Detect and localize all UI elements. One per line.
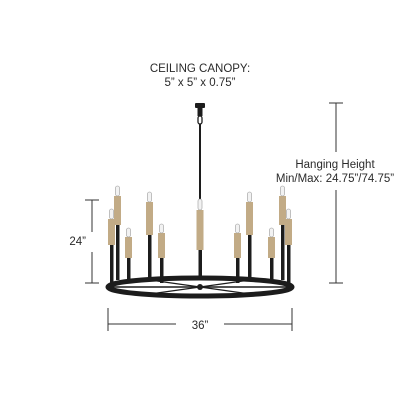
candle-arm — [146, 191, 153, 280]
candle-arm — [268, 227, 275, 283]
candle-arm — [234, 223, 241, 283]
candle-arm — [196, 198, 204, 280]
candle-arm — [279, 185, 286, 280]
candle-arm — [285, 208, 292, 285]
candle-arm — [114, 185, 121, 280]
candle-arm — [158, 223, 165, 283]
canopy-title: CEILING CANOPY: — [149, 63, 251, 75]
candle-arm — [125, 227, 132, 283]
height-dimension-label: 24” — [69, 236, 86, 248]
width-dimension-label: 36” — [191, 320, 209, 332]
canopy-size: 5” x 5” x 0.75” — [164, 77, 236, 89]
width-dimension-line — [107, 308, 293, 331]
candle-arm — [108, 208, 115, 285]
height-dimension-line — [85, 199, 99, 284]
hanging-height-title: Hanging Height — [295, 159, 375, 171]
candle-arm — [246, 191, 253, 280]
ring-frame — [105, 275, 295, 299]
hanging-height-dimension-line — [329, 102, 343, 284]
hanging-height-range: Min/Max: 24.75”/74.75” — [275, 173, 395, 185]
